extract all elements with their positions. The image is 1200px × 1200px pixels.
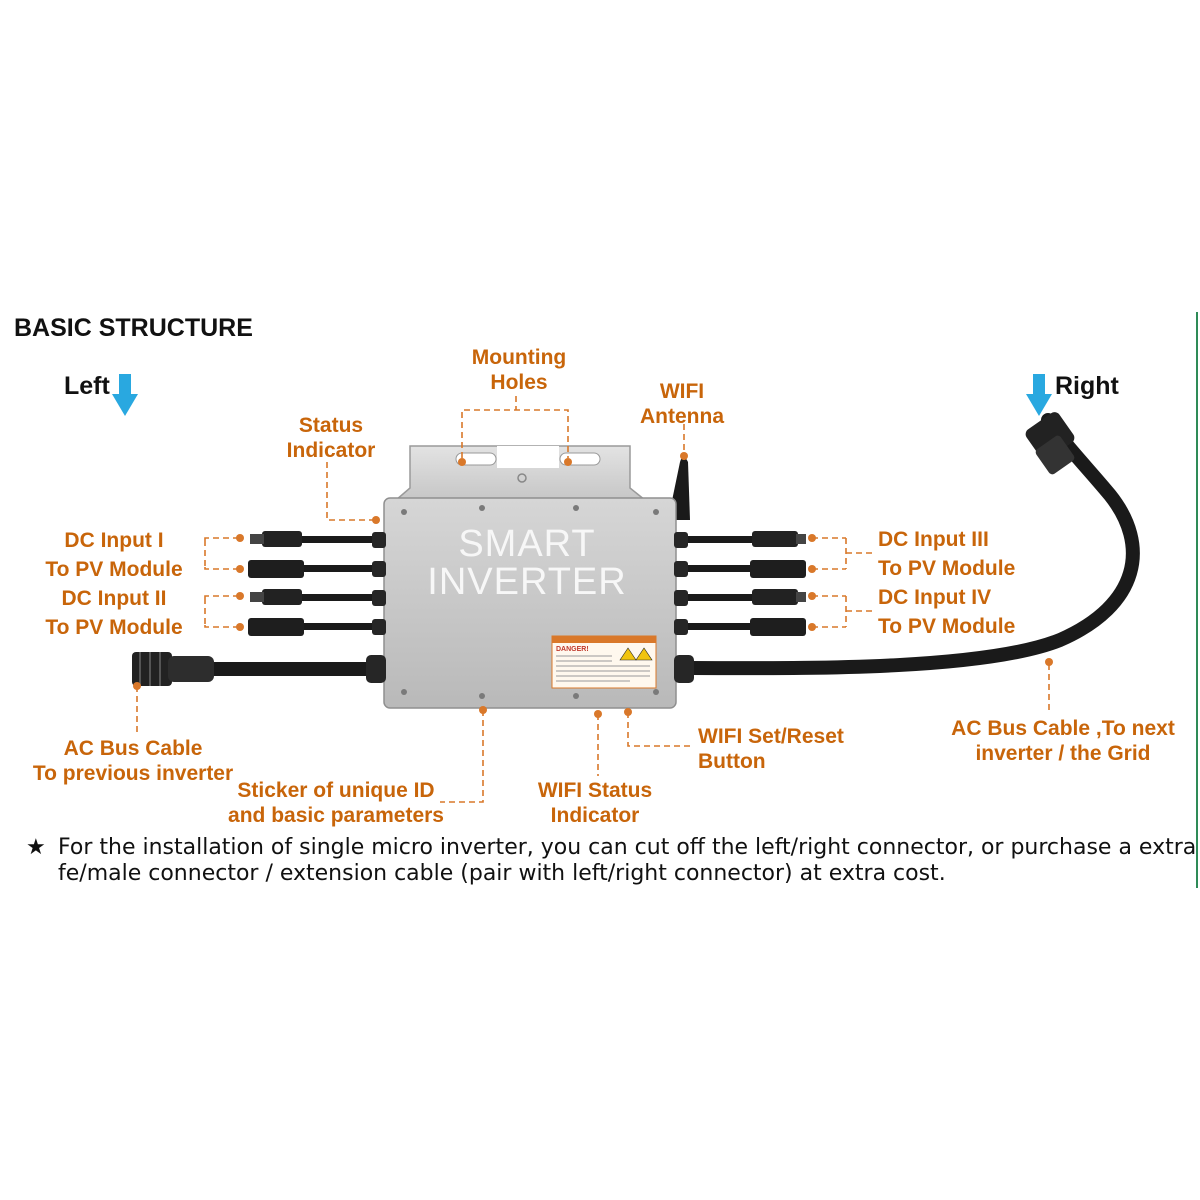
ac-bus-right-label-line2: inverter / the Grid [975,742,1151,765]
dc-cables-right [676,536,756,630]
ac-bus-left-label: AC Bus Cable To previous inverter [20,736,246,786]
sticker-label-line2: and basic parameters [228,804,444,827]
callout-lines [136,396,1050,803]
dc-input-2-label: DC Input II To PV Module [26,586,202,640]
status-indicator-label: Status Indicator [270,413,392,463]
dc-input-4-label: DC Input IV To PV Module [878,585,1015,639]
wifi-reset-label-line1: WIFI Set/Reset [698,725,844,748]
sticker-title: DANGER! [556,646,589,653]
wifi-status-label-line1: WIFI Status [537,779,653,802]
dc-connector-2 [248,560,304,578]
left-direction-label: Left [64,372,110,400]
sticker-label: Sticker of unique ID and basic parameter… [218,778,454,828]
dc-input-2-label-line2: To PV Module [45,616,183,639]
ac-connector-right [1025,412,1075,475]
dc-connector-5 [752,531,806,547]
dc-input-4-label-line2: To PV Module [878,615,1016,638]
dc-connector-8 [750,618,806,636]
brand-line1: SMART [458,523,595,565]
dc-input-3-label: DC Input III To PV Module [878,527,1015,581]
callout-dots [133,452,1053,718]
mounting-holes-label-line2: Holes [490,371,548,394]
hazard-icons [619,647,653,661]
wifi-reset-label-line2: Button [698,750,766,773]
right-edge-line [1196,312,1198,888]
dc-input-3-label-line1: DC Input III [878,528,989,551]
dc-cables-left [300,536,384,630]
note-line1: For the installation of single micro inv… [58,835,1197,860]
ac-bus-left-label-line1: AC Bus Cable [63,737,203,760]
right-arrow-icon [1026,374,1052,416]
dc-input-1-label: DC Input I To PV Module [26,528,202,582]
dc-input-3-label-line2: To PV Module [878,557,1016,580]
sticker-label-line1: Sticker of unique ID [237,779,435,802]
mounting-holes-label-line1: Mounting [471,346,567,369]
dc-connector-7 [752,589,806,605]
cable-glands [366,532,694,683]
wifi-antenna-label: WIFI Antenna [626,379,738,429]
mounting-holes-label: Mounting Holes [452,345,586,395]
housing-screws [401,505,659,699]
dc-connector-1 [250,531,302,547]
ac-bus-cable-left [132,652,390,686]
dc-input-4-label-line1: DC Input IV [878,586,992,609]
left-arrow-icon [112,374,138,416]
dc-connector-4 [248,618,304,636]
wifi-antenna-label-line1: WIFI [659,380,705,403]
star-icon: ★ [26,835,46,860]
wifi-status-label-line2: Indicator [550,804,640,827]
wifi-reset-label: WIFI Set/Reset Button [698,724,844,774]
status-indicator-label-line1: Status [298,414,364,437]
status-indicator-label-line2: Indicator [286,439,376,462]
brand-line2: INVERTER [427,561,626,603]
ac-bus-cable-right [683,413,1140,676]
wifi-status-label: WIFI Status Indicator [518,778,672,828]
note-line2: fe/male connector / extension cable (pai… [58,861,946,886]
ac-bus-right-label-line1: AC Bus Cable ,To next [951,717,1175,740]
page-title: BASIC STRUCTURE [14,314,253,342]
installation-note: ★ For the installation of single micro in… [26,835,1198,887]
ac-bus-right-label: AC Bus Cable ,To next inverter / the Gri… [940,716,1186,766]
dc-input-1-label-line1: DC Input I [64,529,164,552]
dc-input-1-label-line2: To PV Module [45,558,183,581]
dc-input-2-label-line1: DC Input II [61,587,167,610]
wifi-antenna-label-line2: Antenna [640,405,724,428]
ac-bus-left-label-line2: To previous inverter [32,762,234,785]
warning-sticker: DANGER! [551,635,657,689]
right-direction-label: Right [1055,372,1119,400]
dc-connector-3 [250,589,302,605]
dc-connector-6 [750,560,806,578]
